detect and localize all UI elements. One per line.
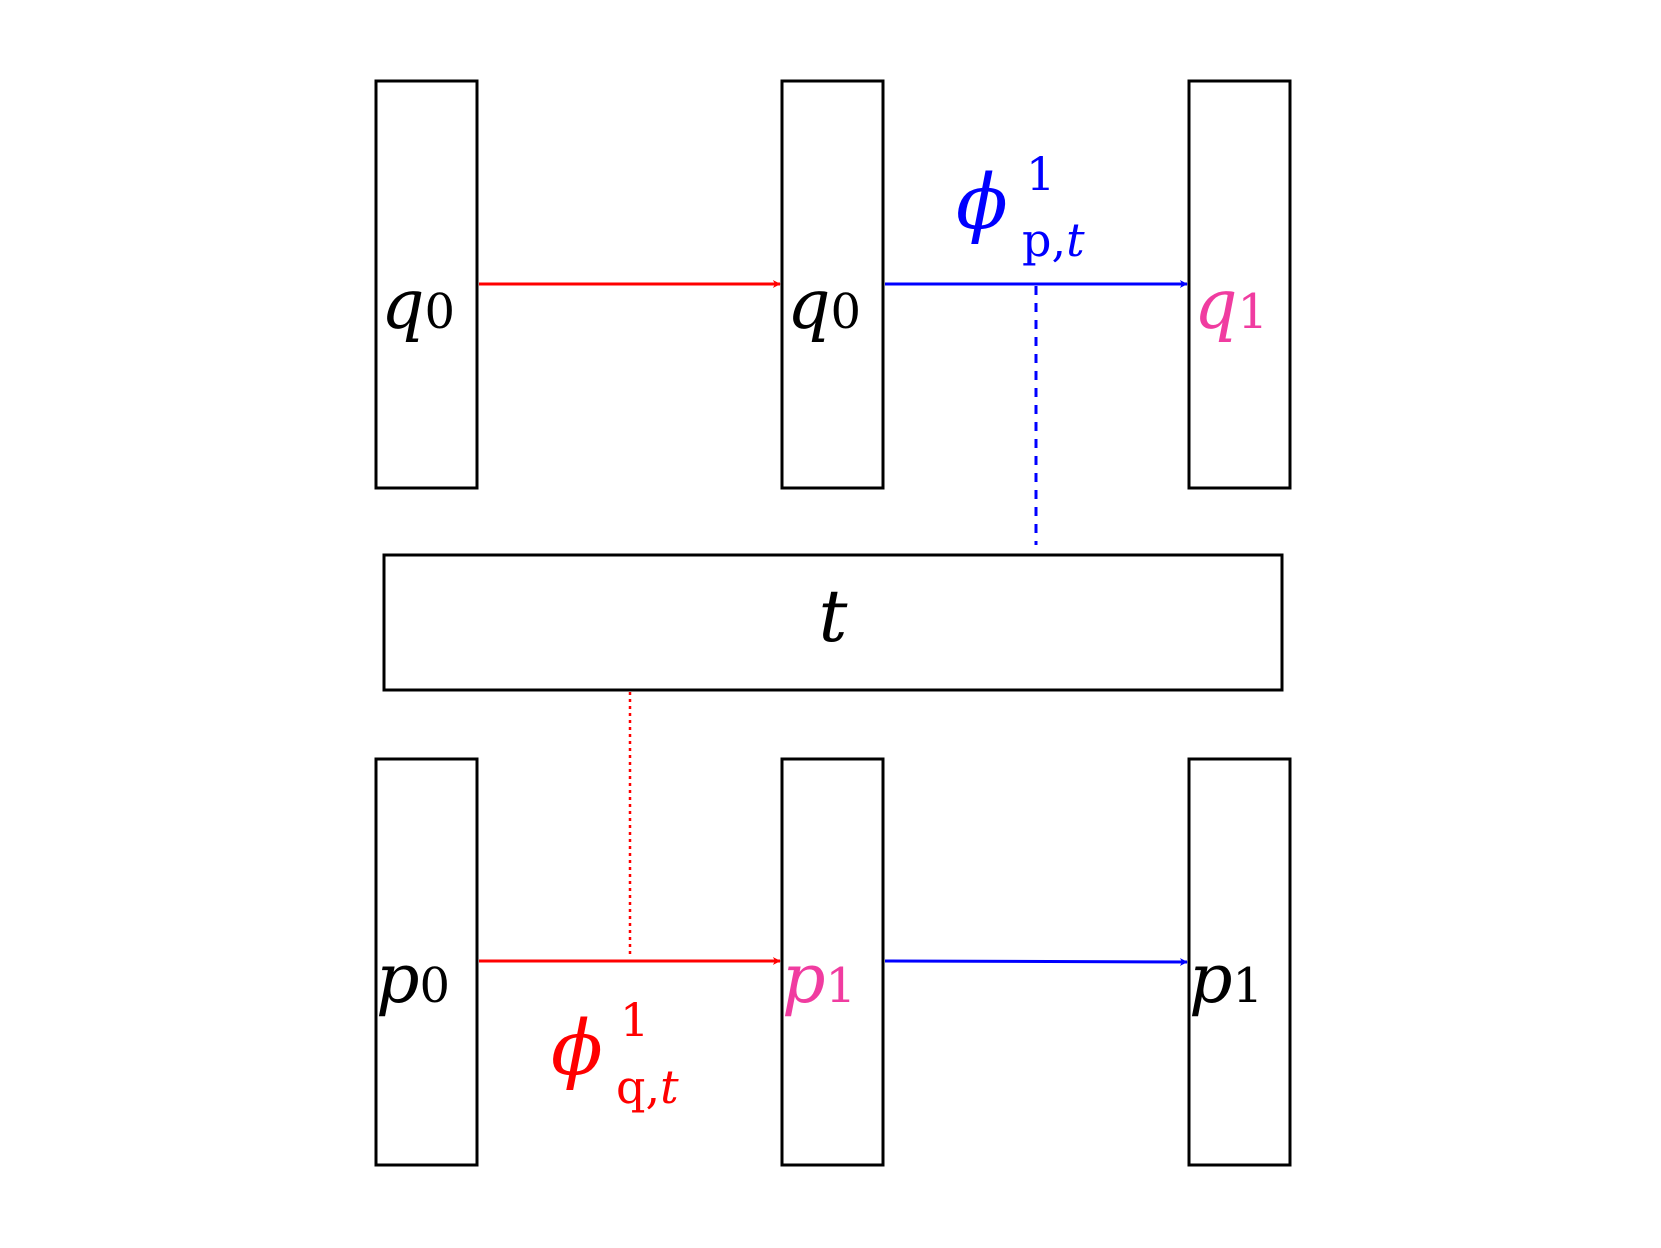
bottom-box-3 — [1187, 757, 1292, 1167]
top-label-3: q1 — [1194, 266, 1268, 345]
phi-q-symbol: ϕ — [551, 1003, 603, 1092]
top-label-1: q0 — [381, 266, 455, 345]
bottom-label-3: p1 — [1189, 940, 1263, 1019]
bottom-box-2 — [780, 757, 885, 1167]
bottom-arrow-blue — [884, 957, 1188, 966]
top-box-2 — [780, 79, 885, 490]
phi-q-subscript: q,t — [616, 1060, 679, 1114]
top-box-3 — [1187, 79, 1292, 490]
phi-p-subscript: p,t — [1022, 213, 1085, 267]
top-box-1 — [374, 79, 479, 490]
bottom-box-1 — [374, 757, 479, 1167]
bottom-label-1: p0 — [376, 940, 450, 1019]
middle-box — [382, 553, 1284, 692]
phi-p-superscript: 1 — [1026, 147, 1055, 201]
phi-p-symbol: ϕ — [956, 157, 1008, 246]
bottom-label-2: p1 — [782, 940, 856, 1019]
phi-p-label: ϕ 1 p,t — [956, 147, 1085, 267]
phi-q-label: ϕ 1 q,t — [551, 993, 679, 1114]
middle-label: t — [819, 574, 849, 658]
phi-q-superscript: 1 — [620, 993, 649, 1047]
top-label-2: q0 — [787, 266, 861, 345]
